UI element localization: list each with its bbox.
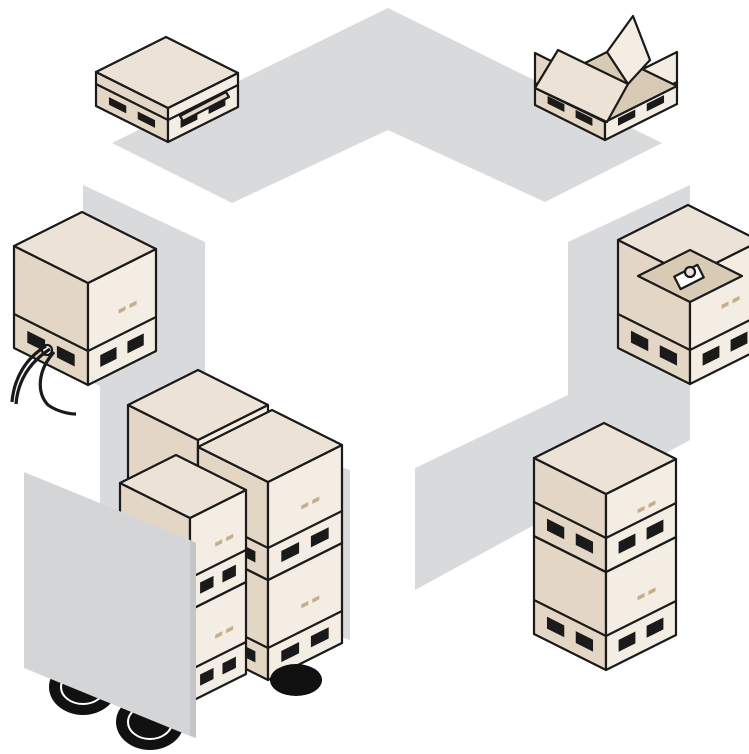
- wheel-icon: [270, 664, 322, 696]
- packed-item: [685, 267, 695, 277]
- packed-box-icon: [618, 205, 749, 384]
- stacked-boxes-icon: [534, 423, 676, 670]
- trailer-floor-edge: [190, 540, 196, 738]
